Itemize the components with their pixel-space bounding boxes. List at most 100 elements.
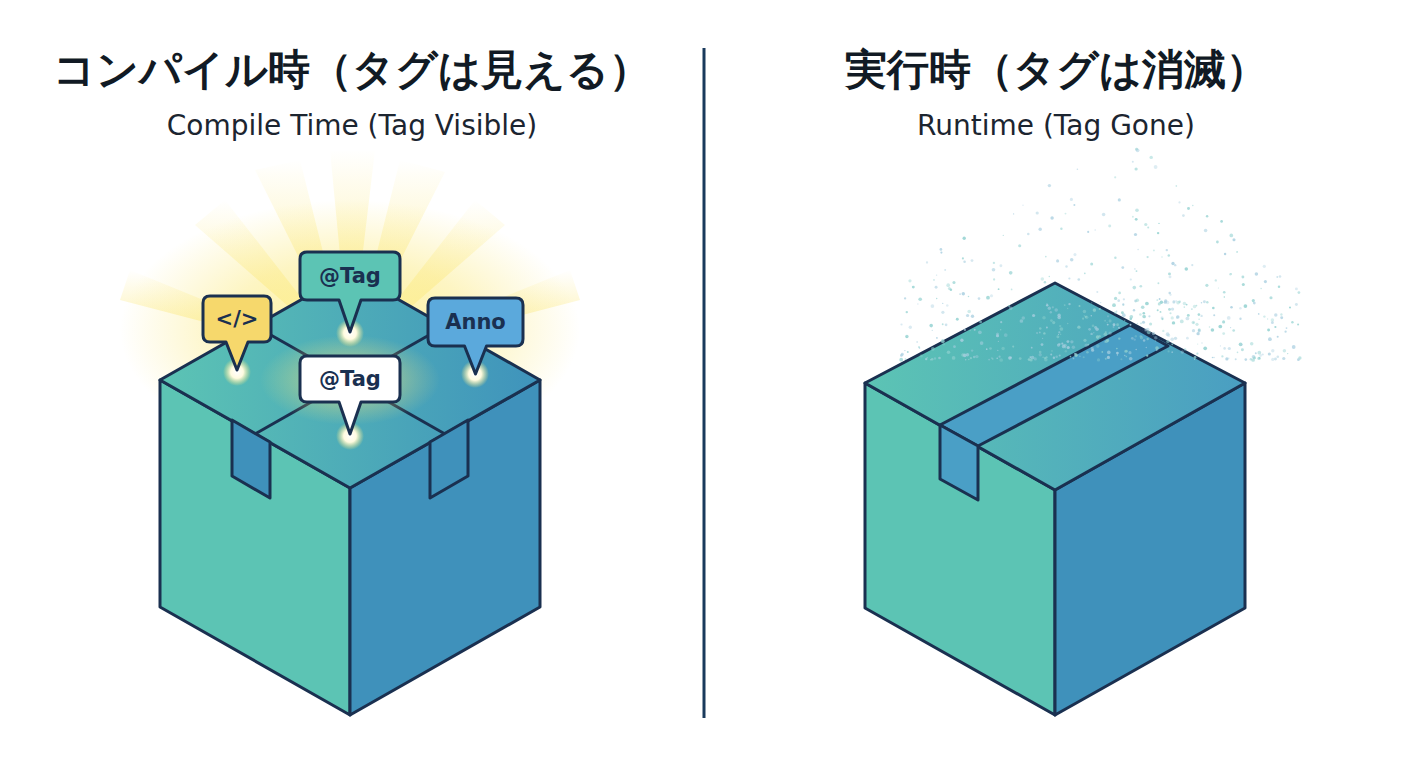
dust-particle xyxy=(1098,335,1100,337)
dust-particle xyxy=(1161,318,1163,320)
dust-particle xyxy=(1287,353,1288,354)
dust-particle xyxy=(1062,345,1066,349)
dust-particle xyxy=(1116,348,1118,350)
dust-particle xyxy=(952,356,956,360)
dust-particle xyxy=(1176,301,1180,305)
dust-particle xyxy=(901,353,904,356)
dust-particle xyxy=(1070,198,1073,201)
dust-particle xyxy=(1067,308,1069,310)
dust-particle xyxy=(1274,326,1276,328)
dust-particle xyxy=(1092,324,1095,327)
dust-particle xyxy=(1050,311,1052,313)
dust-particle xyxy=(1001,347,1004,350)
dust-particle xyxy=(986,296,990,300)
dust-particle xyxy=(1262,353,1264,355)
dust-particle xyxy=(1027,233,1030,236)
dust-particle xyxy=(1064,304,1066,306)
dust-particle xyxy=(1224,253,1226,255)
dust-particle xyxy=(1102,213,1106,217)
dust-particle xyxy=(971,349,973,351)
dust-particle xyxy=(1263,265,1266,268)
dust-particle xyxy=(1003,235,1004,236)
dust-particle xyxy=(1146,355,1148,357)
dust-particle xyxy=(1257,357,1260,360)
dust-particle xyxy=(1162,330,1164,332)
dust-particle xyxy=(912,286,915,289)
box-flap xyxy=(232,420,270,498)
dust-particle xyxy=(931,358,934,361)
dust-particle xyxy=(1056,259,1059,262)
dust-particle xyxy=(1180,320,1184,324)
dust-particle xyxy=(1125,356,1127,358)
dust-particle xyxy=(1176,315,1180,319)
dust-particle xyxy=(979,321,982,324)
dust-particle xyxy=(1052,306,1054,308)
dust-particle xyxy=(1018,244,1021,247)
dust-particle xyxy=(1178,201,1180,203)
dust-particle xyxy=(1105,340,1108,343)
dust-particle xyxy=(1073,253,1076,256)
dust-particle xyxy=(1171,343,1173,345)
dust-particle xyxy=(1157,309,1159,311)
dust-particle xyxy=(996,334,999,337)
dust-particle xyxy=(1116,323,1119,326)
dust-particle xyxy=(1229,273,1231,275)
tag-bubble: @Tag xyxy=(300,252,400,332)
dust-particle xyxy=(1125,350,1128,353)
dust-particle xyxy=(1101,351,1103,353)
dust-particle xyxy=(1135,349,1137,351)
sealed-box xyxy=(865,283,1245,715)
packing-tape xyxy=(940,425,978,500)
dust-particle xyxy=(992,358,994,360)
dust-particle xyxy=(1264,280,1267,283)
dust-particle xyxy=(1209,326,1211,328)
dust-particle xyxy=(1169,294,1171,296)
dust-particle xyxy=(993,278,995,280)
dust-particle xyxy=(1203,346,1207,350)
dust-particle xyxy=(1220,220,1223,223)
dust-particle xyxy=(1020,319,1024,323)
dust-particle xyxy=(1146,256,1148,258)
dust-particle xyxy=(956,318,959,321)
dust-particle xyxy=(1183,302,1186,305)
dust-particle xyxy=(1198,319,1199,320)
dust-particle xyxy=(1168,272,1171,275)
dust-particle xyxy=(1070,340,1073,343)
open-box xyxy=(160,272,540,715)
dust-particle xyxy=(1280,313,1282,315)
dust-particle xyxy=(1084,315,1085,316)
dust-particle xyxy=(1147,330,1151,334)
dust-particle xyxy=(1106,322,1107,323)
dust-particle xyxy=(919,347,921,349)
dust-particle xyxy=(1166,332,1170,336)
dust-particle xyxy=(1271,321,1274,324)
dust-particle xyxy=(1230,327,1231,328)
dust-particle xyxy=(1252,355,1256,359)
dust-particle xyxy=(1060,228,1062,230)
dust-particle xyxy=(1013,213,1014,214)
dust-particle xyxy=(1061,343,1063,345)
dust-particle xyxy=(1144,223,1147,226)
dust-particle xyxy=(1237,352,1239,354)
dust-particle xyxy=(1052,321,1055,324)
dust-particle xyxy=(980,341,984,345)
dust-particle xyxy=(968,359,970,361)
dust-particle xyxy=(899,358,903,362)
dust-particle xyxy=(1122,304,1124,306)
dust-particle xyxy=(1094,229,1096,231)
dust-particle xyxy=(909,326,912,329)
dust-particle xyxy=(1065,350,1067,352)
dust-particle xyxy=(1232,238,1235,241)
dust-particle xyxy=(1107,324,1109,326)
dust-particle xyxy=(926,261,928,263)
dust-particle xyxy=(1297,324,1299,326)
dust-particle xyxy=(941,311,944,314)
dust-particle xyxy=(966,353,969,356)
dust-particle xyxy=(1041,277,1045,281)
dust-particle xyxy=(1070,258,1074,262)
dust-particle xyxy=(1259,354,1262,357)
dust-particle xyxy=(1039,351,1042,354)
dust-particle xyxy=(963,261,966,264)
dust-particle xyxy=(1050,319,1053,322)
dust-particle xyxy=(1134,167,1137,170)
